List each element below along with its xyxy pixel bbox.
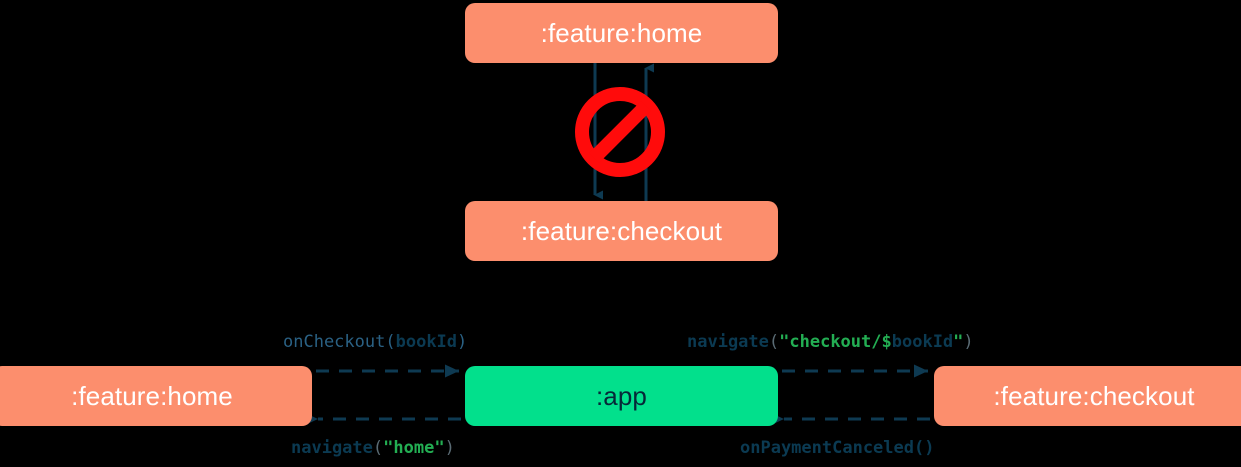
code-token-plain: ( bbox=[385, 332, 396, 352]
code-token-str: "checkout/ bbox=[779, 332, 882, 352]
code-token-fn: onPaymentCanceled() bbox=[740, 438, 935, 458]
edge-label-on-payment-canceled: onPaymentCanceled() bbox=[740, 440, 934, 457]
code-token-paren: ) bbox=[963, 332, 974, 352]
code-token-str: " bbox=[953, 332, 964, 352]
edge-label-navigate-home: navigate("home") bbox=[291, 440, 455, 457]
code-token-plain: ) bbox=[457, 332, 468, 352]
code-token-str: $ bbox=[881, 332, 892, 352]
code-token-paren: ( bbox=[372, 438, 384, 458]
module-node-feature-checkout-bottom[interactable]: :feature:checkout bbox=[934, 366, 1241, 426]
edge-label-on-checkout: onCheckout(bookId) bbox=[283, 334, 467, 351]
module-node-app[interactable]: :app bbox=[465, 366, 778, 426]
module-node-feature-home-bottom[interactable]: :feature:home bbox=[0, 366, 312, 426]
code-token-plain: onCheckout bbox=[283, 332, 386, 352]
code-token-fn: navigate bbox=[291, 438, 373, 458]
code-token-arg: bookId bbox=[891, 332, 954, 352]
code-token-str: "home" bbox=[383, 438, 445, 458]
edge-label-navigate-checkout: navigate("checkout/$bookId") bbox=[687, 334, 974, 351]
code-token-paren: ( bbox=[768, 332, 780, 352]
module-node-feature-checkout-top[interactable]: :feature:checkout bbox=[465, 201, 778, 261]
code-token-paren: ) bbox=[444, 438, 455, 458]
code-token-fn: navigate bbox=[687, 332, 769, 352]
code-token-arg: bookId bbox=[395, 332, 458, 352]
no-entry-icon bbox=[575, 87, 665, 177]
module-node-feature-home-top[interactable]: :feature:home bbox=[465, 3, 778, 63]
